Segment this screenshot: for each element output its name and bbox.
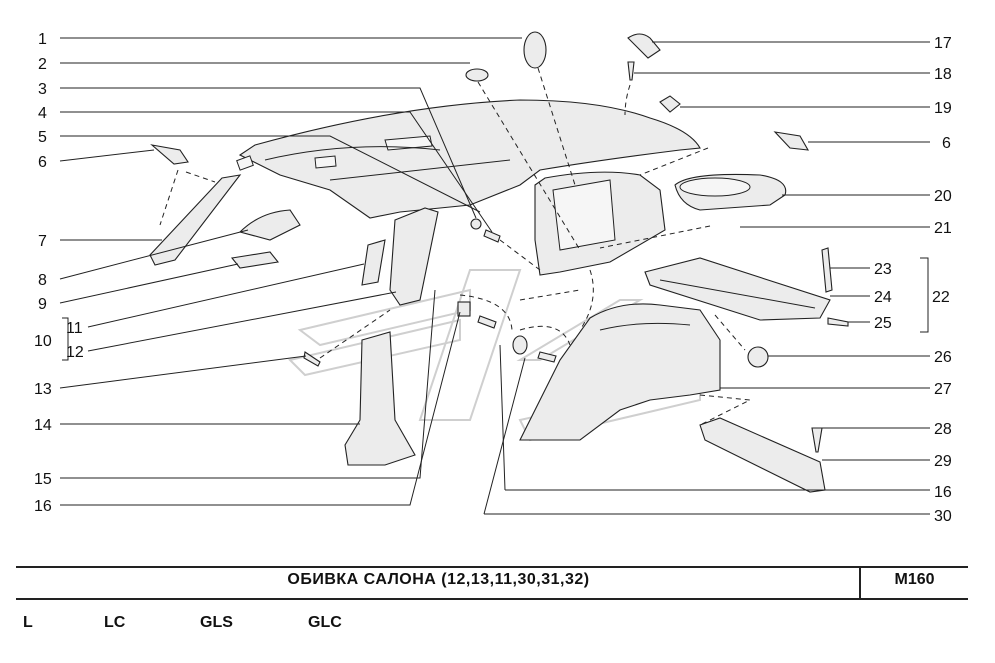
callout-22: 22 [932, 289, 950, 306]
callout-18: 18 [934, 66, 952, 83]
speaker-housing [674, 173, 787, 211]
screw-mid [483, 229, 501, 243]
callout-25: 25 [874, 315, 892, 332]
callout-8: 8 [38, 272, 47, 289]
rear-plug [747, 346, 769, 368]
clip-left [150, 144, 189, 165]
diagram-code: M160 [894, 571, 935, 588]
screw-30 [537, 351, 557, 363]
shelf-screw [827, 317, 849, 327]
screw-16-b [477, 315, 497, 329]
visor-clip [230, 251, 280, 269]
callout-14: 14 [34, 417, 52, 434]
clip-16-a [457, 301, 471, 317]
parts-diagram: 1 2 3 4 5 6 7 8 9 10 11 12 13 14 15 16 1… [34, 31, 952, 525]
headliner-panel [236, 99, 701, 219]
roof-plug [465, 68, 489, 82]
callout-30: 30 [934, 508, 952, 525]
rear-quarter-trim [519, 303, 721, 441]
pillar-insert [361, 239, 386, 286]
coat-hook [627, 33, 661, 59]
callout-7: 7 [38, 233, 47, 250]
callout-2: 2 [38, 56, 47, 73]
callout-29: 29 [934, 453, 952, 470]
sill-trim [699, 417, 826, 493]
callout-28: 28 [934, 421, 952, 438]
clip-right [773, 131, 810, 151]
callout-labels: 1 2 3 4 5 6 7 8 9 10 11 12 13 14 15 16 1… [34, 31, 952, 525]
callout-4: 4 [38, 105, 47, 122]
rear-pillar-trim [534, 171, 666, 276]
screw-top [627, 61, 635, 81]
callout-6-right: 6 [942, 135, 951, 152]
callout-6-left: 6 [38, 154, 47, 171]
callout-13: 13 [34, 381, 52, 398]
diagram-title: ОБИВКА САЛОНА (12,13,11,30,31,32) [287, 571, 590, 588]
trim-level-glc: GLC [308, 614, 342, 631]
grommet-30 [512, 335, 528, 355]
callout-19: 19 [934, 100, 952, 117]
callout-24: 24 [874, 289, 892, 306]
shelf-strip [821, 247, 833, 293]
callout-16-left: 16 [34, 498, 52, 515]
a-pillar-trim [149, 174, 242, 266]
b-pillar-upper-trim [389, 207, 439, 306]
roof-cap [523, 31, 547, 69]
clip-top [659, 95, 681, 113]
sill-screw [811, 427, 823, 453]
b-pillar-lower-trim [344, 331, 416, 466]
title-bar: ОБИВКА САЛОНА (12,13,11,30,31,32) M160 [16, 566, 968, 600]
callout-21: 21 [934, 220, 952, 237]
callout-27: 27 [934, 381, 952, 398]
callout-12: 12 [66, 344, 84, 361]
callout-10: 10 [34, 333, 52, 350]
callout-3: 3 [38, 81, 47, 98]
callout-15: 15 [34, 471, 52, 488]
callout-1: 1 [38, 31, 47, 48]
callout-20: 20 [934, 188, 952, 205]
leader-lines [59, 37, 930, 515]
callout-5: 5 [38, 129, 47, 146]
callout-16-right: 16 [934, 484, 952, 501]
grab-handle [238, 209, 301, 241]
callout-9: 9 [38, 296, 47, 313]
title-divider [859, 566, 861, 600]
trim-level-l: L [23, 614, 33, 631]
callout-11: 11 [66, 320, 83, 337]
trim-level-lc: LC [104, 614, 126, 631]
callout-23: 23 [874, 261, 892, 278]
assembly-arrows [159, 67, 752, 426]
callout-26: 26 [934, 349, 952, 366]
trim-level-gls: GLS [200, 614, 233, 631]
washer [470, 218, 482, 230]
luggage-shelf [644, 257, 831, 321]
callout-17: 17 [934, 35, 952, 52]
